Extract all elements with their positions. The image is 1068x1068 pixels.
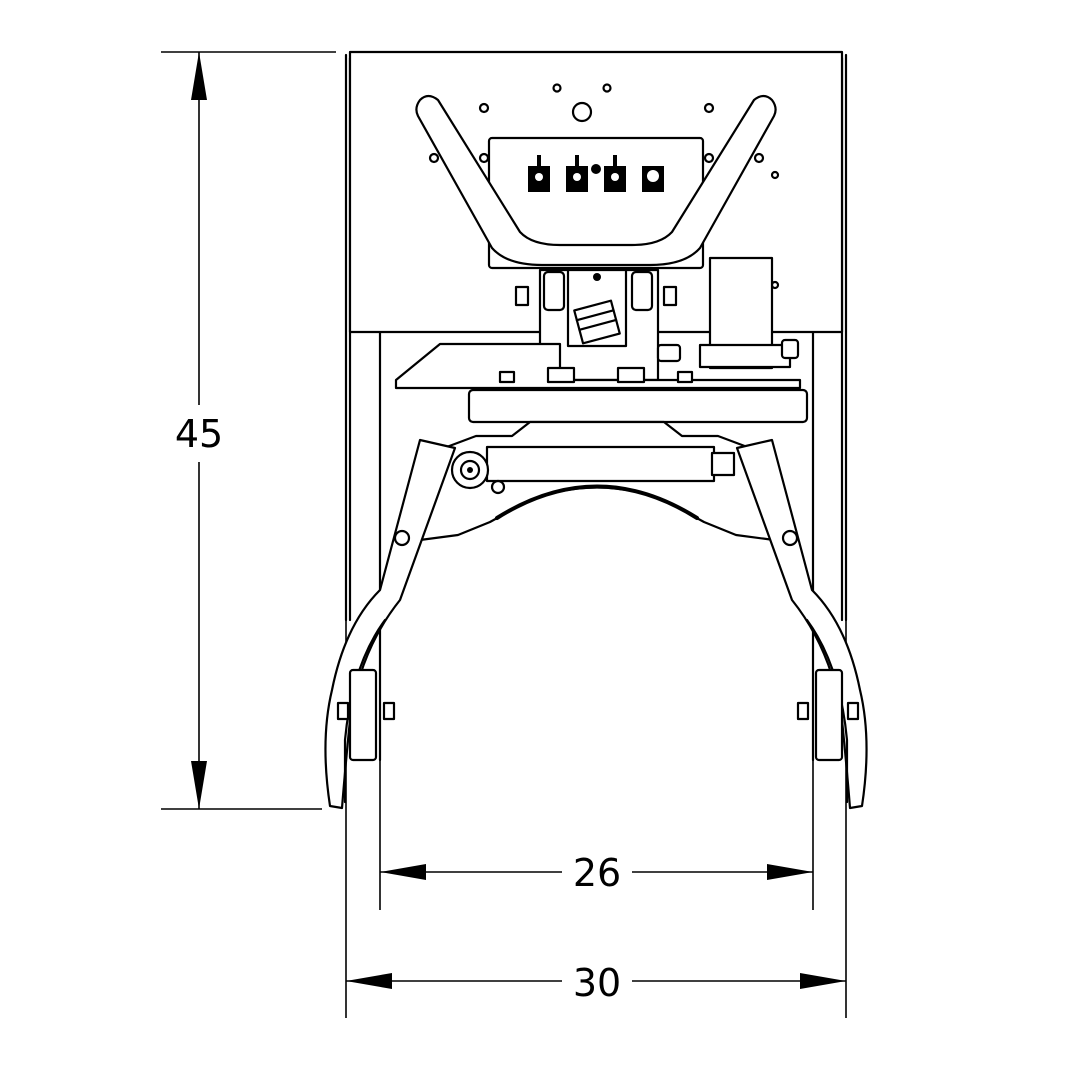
toggle-switch-icon [528, 155, 550, 192]
outer-width-dimension-label: 30 [573, 961, 621, 1005]
push-button-icon [642, 166, 664, 192]
height-dimension-label: 45 [175, 412, 223, 456]
carriage-bar [467, 388, 809, 424]
motor-housing [656, 256, 800, 370]
hydraulic-cylinder [427, 445, 762, 495]
pivot-hole [393, 529, 411, 547]
left-wheel [336, 668, 396, 762]
pivot-hole [781, 529, 799, 547]
deck-plate [394, 342, 802, 390]
right-clamp-arm [735, 438, 868, 810]
outer-width-dimension [345, 600, 847, 1018]
toggle-switch-icon [566, 155, 588, 192]
drum-band [495, 484, 699, 520]
inner-width-dimension-label: 26 [573, 851, 621, 895]
right-wheel [796, 668, 860, 762]
left-clamp-arm [324, 438, 457, 810]
inner-width-dimension [379, 740, 814, 910]
toggle-switch-icon [604, 155, 626, 192]
height-dimension [161, 51, 336, 810]
u-handle [415, 94, 777, 267]
mounting-holes [428, 83, 780, 290]
